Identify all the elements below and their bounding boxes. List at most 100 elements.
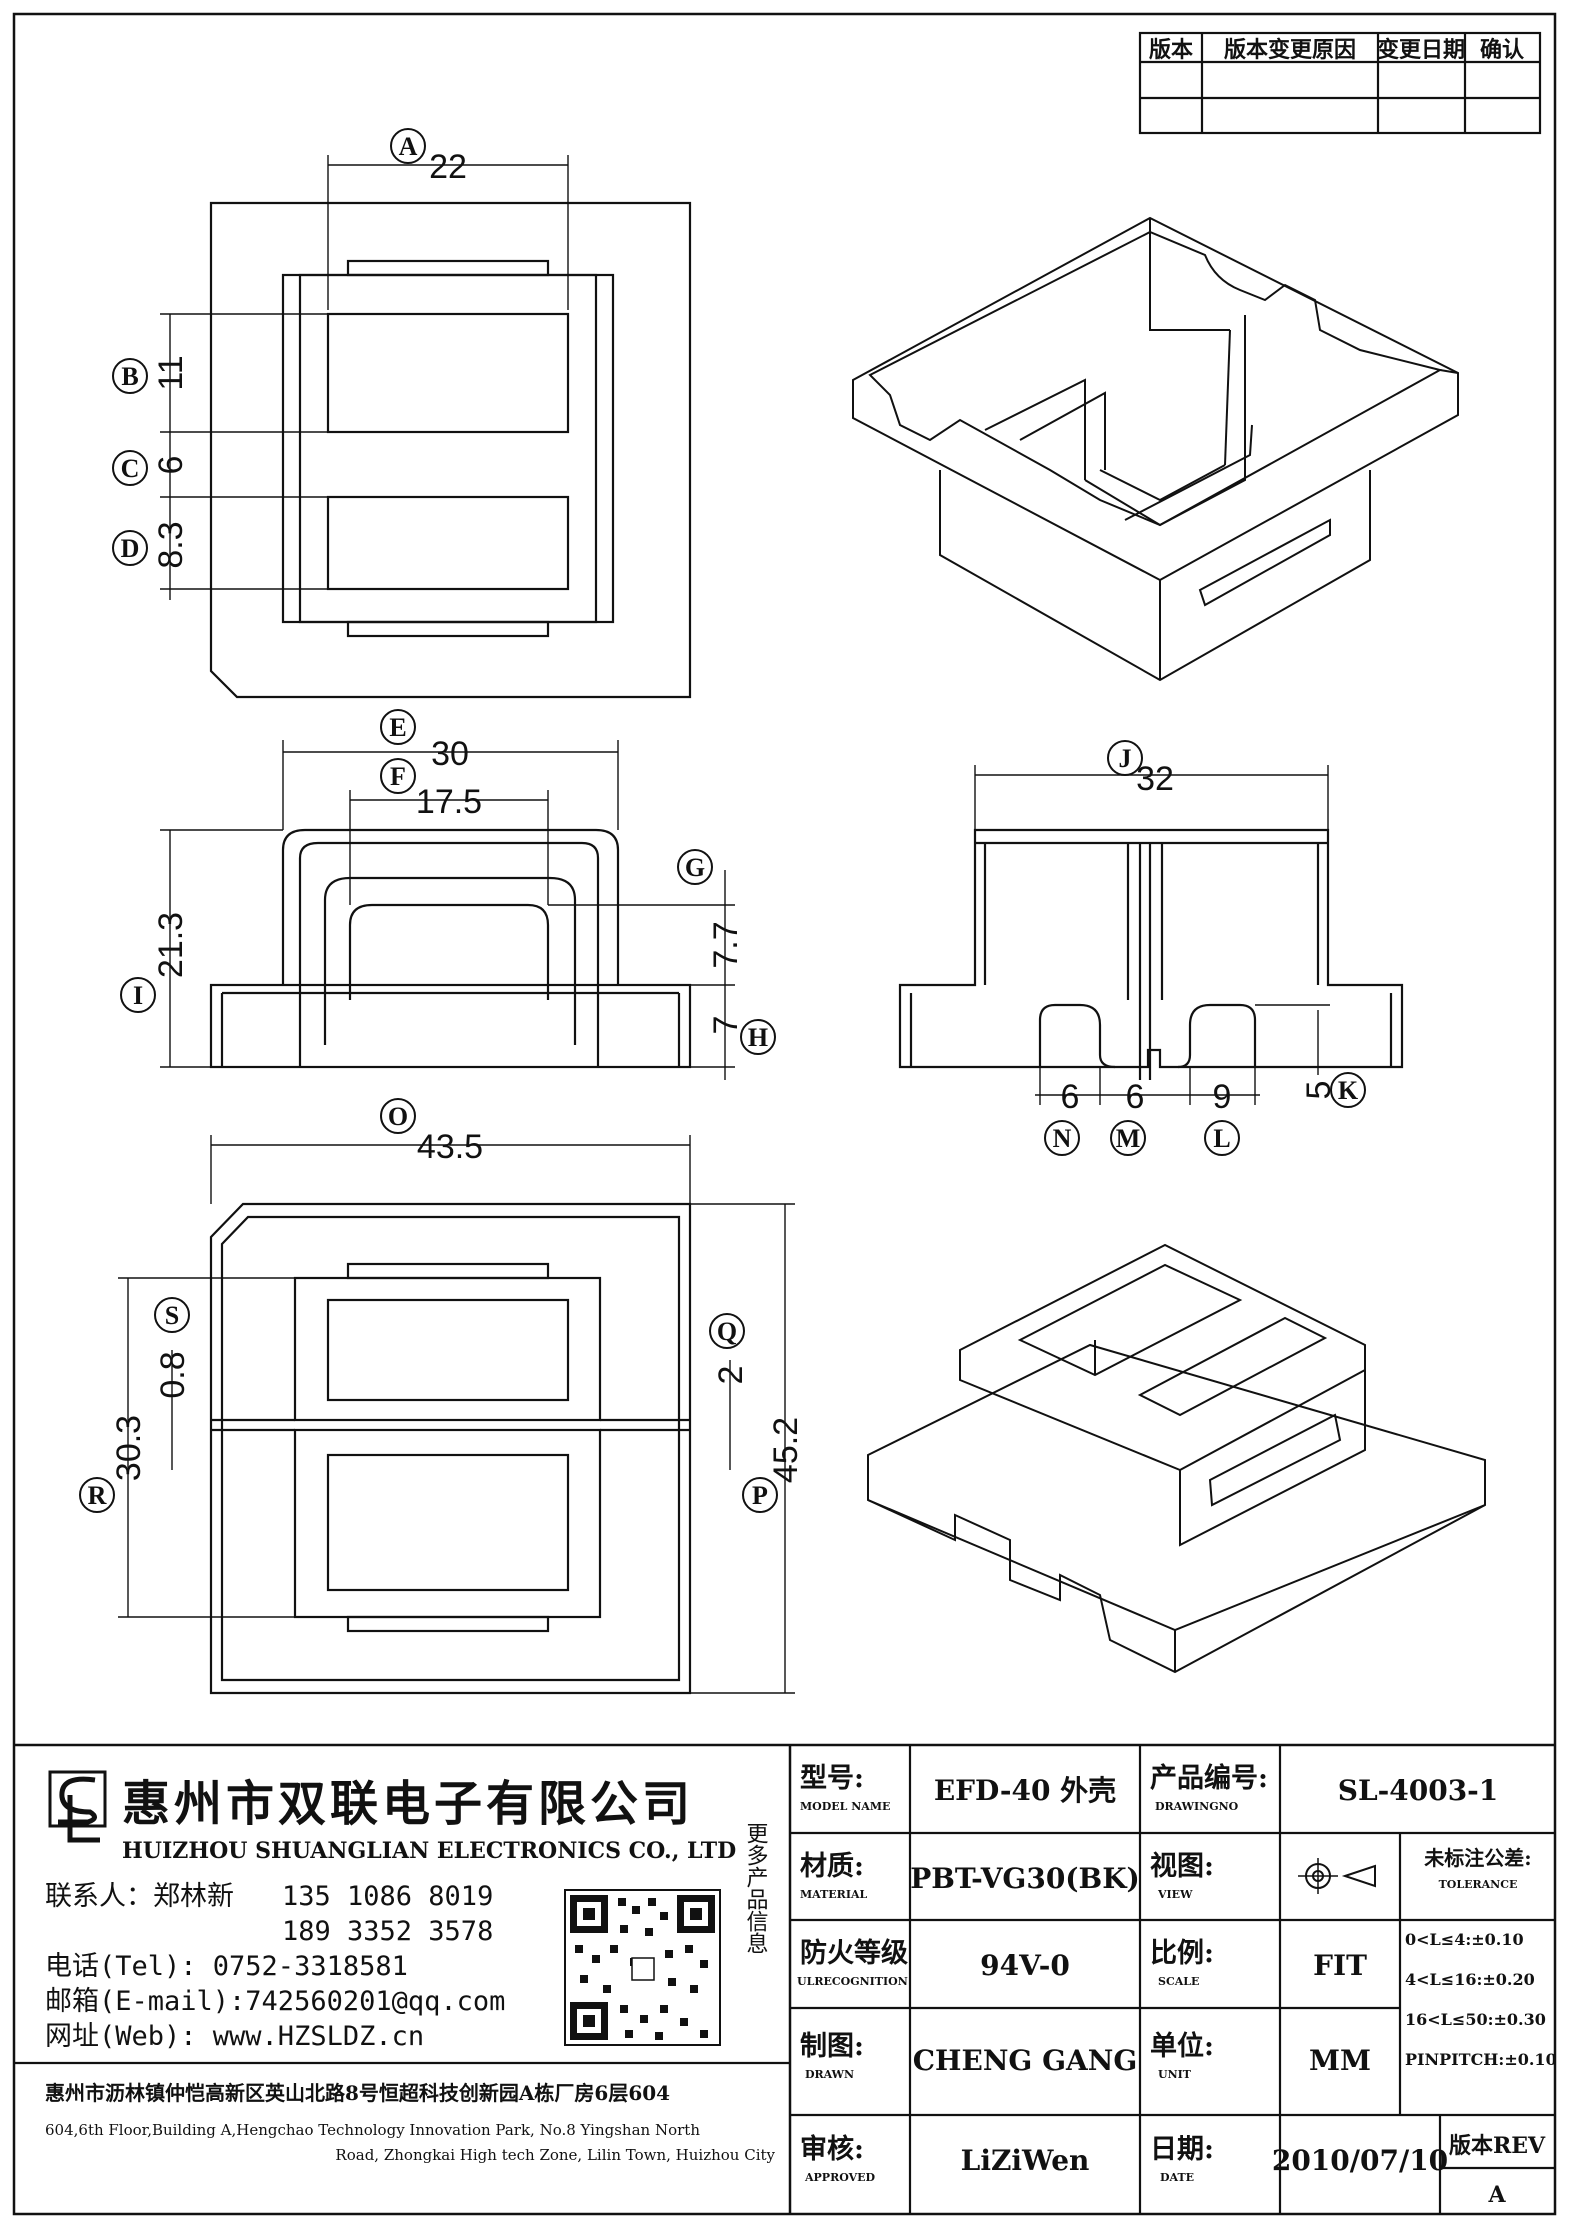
svg-text:D: D [121, 534, 140, 563]
dim-h-value: 7 [707, 1016, 745, 1035]
dim-o-value: 43.5 [417, 1128, 483, 1166]
approved-value: LiZiWen [961, 2144, 1090, 2177]
address-en-2: Road, Zhongkai High tech Zone, Lilin Tow… [335, 2146, 775, 2164]
svg-text:I: I [133, 981, 143, 1010]
contact-tel: 电话(Tel): 0752-3318581 [45, 1951, 408, 1982]
sheet-border [12, 12, 1557, 2216]
drawn-label: 制图: [800, 2031, 864, 2062]
unit-sub: UNIT [1158, 2068, 1192, 2081]
model-label: 型号: [800, 1763, 864, 1794]
dimension-callouts: A B C D E F G H I J K L M N O P Q R S [79, 128, 1366, 1513]
svg-text:K: K [1338, 1076, 1359, 1105]
callout-n: N [1044, 1120, 1080, 1156]
fire-rating-value: 94V-0 [980, 1949, 1070, 1982]
svg-text:A: A [399, 132, 418, 161]
dim-c-value: 6 [152, 456, 190, 475]
iso-view-top [852, 216, 1459, 682]
dim-l-value: 9 [1213, 1078, 1232, 1116]
svg-text:S: S [165, 1301, 179, 1330]
svg-text:O: O [388, 1102, 408, 1131]
qr-code [564, 1889, 721, 2046]
projection-symbol [1298, 1858, 1376, 1894]
fire-rating-sub: ULRECOGNITION [797, 1975, 908, 1988]
contact-phone-1: 135 1086 8019 [282, 1881, 493, 1912]
scale-sub: SCALE [1158, 1975, 1199, 1988]
address-en-1: 604,6th Floor,Building A,Hengchao Techno… [45, 2121, 700, 2139]
callout-d: D [112, 530, 148, 566]
revision-label: 版本REV [1449, 2133, 1546, 2159]
rev-header-version: 版本 [1149, 38, 1193, 63]
dim-k-value: 5 [1300, 1081, 1338, 1100]
rev-header-date: 变更日期 [1377, 37, 1465, 63]
model-value: EFD-40 外壳 [934, 1774, 1116, 1807]
drawing-no-value: SL-4003-1 [1338, 1774, 1499, 1807]
tolerance-4: PINPITCH:±0.10 [1405, 2050, 1557, 2069]
dim-r-value: 30.3 [110, 1415, 148, 1481]
view-label: 视图: [1150, 1851, 1214, 1882]
svg-text:G: G [685, 853, 705, 882]
callout-k: K [1330, 1072, 1366, 1108]
tolerance-3: 16<L≤50:±0.30 [1405, 2010, 1546, 2029]
iso-view-bottom [867, 1243, 1486, 1674]
dim-a-value: 22 [429, 148, 467, 186]
rev-header-confirm: 确认 [1480, 37, 1524, 63]
rev-header-reason: 版本变更原因 [1224, 37, 1356, 63]
drawing-no-label: 产品编号: [1150, 1762, 1268, 1794]
revision-value: A [1487, 2182, 1506, 2208]
scale-value: FIT [1313, 1949, 1367, 1982]
callout-c: C [112, 450, 148, 486]
address-cn: 惠州市沥林镇仲恺高新区英山北路8号恒超科技创新园A栋厂房6层604 [45, 2081, 670, 2105]
more-products-text: 更多产品信息 [743, 1822, 769, 1954]
svg-text:L: L [1213, 1124, 1230, 1153]
svg-text:N: N [1053, 1124, 1072, 1153]
svg-text:H: H [748, 1023, 768, 1052]
dim-d-value: 8.3 [152, 521, 190, 568]
drawn-sub: DRAWN [805, 2068, 854, 2081]
callout-j: J [1107, 740, 1143, 776]
tolerance-1: 0<L≤4:±0.10 [1405, 1930, 1524, 1949]
contact-person: 联系人：郑林新 [45, 1881, 234, 1912]
model-sub: MODEL NAME [800, 1800, 890, 1813]
unit-value: MM [1309, 2044, 1371, 2077]
company-name-cn: 惠州市双联电子有限公司 [122, 1776, 694, 1832]
side-view: 32 6 6 9 5 [898, 760, 1404, 1116]
unit-label: 单位: [1150, 2030, 1214, 2062]
svg-text:F: F [390, 762, 406, 791]
fire-rating-label: 防火等级 [800, 1937, 908, 1969]
callout-g: G [677, 849, 713, 885]
callout-p: P [742, 1477, 778, 1513]
date-sub: DATE [1160, 2171, 1194, 2184]
svg-text:P: P [752, 1481, 768, 1510]
callout-l: L [1204, 1120, 1240, 1156]
callout-f: F [380, 758, 416, 794]
approved-label: 审核: [800, 2133, 864, 2165]
dim-f-value: 17.5 [416, 783, 482, 821]
dim-g-value: 7.7 [707, 921, 745, 968]
company-logo [48, 1770, 107, 1843]
contact-phone-2: 189 3352 3578 [282, 1916, 493, 1947]
callout-e: E [380, 709, 416, 745]
callout-q: Q [709, 1313, 745, 1349]
drawn-value: CHENG GANG [913, 2044, 1137, 2077]
tolerance-sub: TOLERANCE [1439, 1878, 1518, 1891]
dim-e-value: 30 [431, 735, 469, 773]
svg-text:R: R [88, 1481, 107, 1510]
dim-s-value: 0.8 [154, 1351, 192, 1398]
title-block [14, 1743, 1555, 2214]
contact-email: 邮箱(E-mail):742560201@qq.com [45, 1986, 505, 2017]
svg-text:Q: Q [717, 1317, 737, 1346]
callout-r: R [79, 1477, 115, 1513]
tolerance-2: 4<L≤16:±0.20 [1405, 1970, 1535, 1989]
approved-sub: APPROVED [804, 2171, 876, 2184]
dim-j-value: 32 [1136, 760, 1174, 798]
dim-n-value: 6 [1061, 1078, 1080, 1116]
svg-text:M: M [1116, 1124, 1141, 1153]
scale-label: 比例: [1150, 1938, 1214, 1969]
date-value: 2010/07/10 [1272, 2144, 1448, 2177]
callout-h: H [740, 1019, 776, 1055]
drawing-no-sub: DRAWINGNO [1155, 1800, 1239, 1813]
bottom-view: 43.5 45.2 30.3 0.8 2 [110, 1128, 805, 1695]
dim-m-value: 6 [1126, 1078, 1145, 1116]
callout-m: M [1110, 1120, 1146, 1156]
